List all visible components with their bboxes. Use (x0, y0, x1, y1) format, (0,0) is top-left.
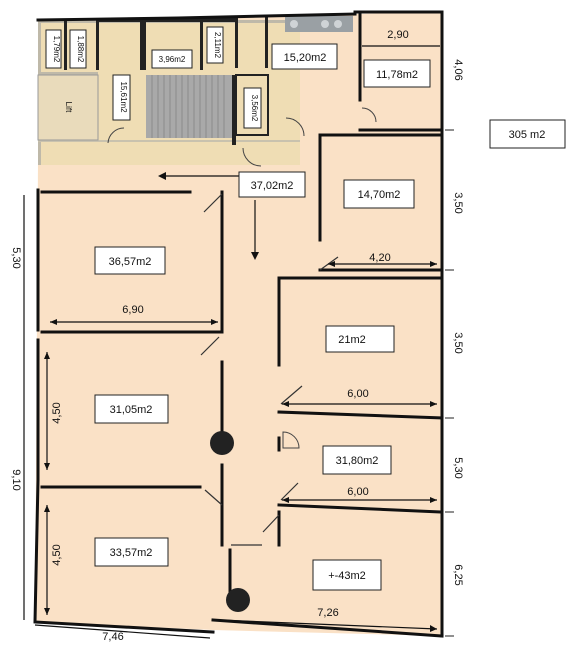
room-label-31-80: 31,80m2 (322, 445, 392, 475)
room-label-33-57: 33,57m2 (94, 537, 169, 567)
exterior-walls (33, 10, 444, 638)
svg-text:305 m2: 305 m2 (509, 129, 546, 141)
room-label-31-05: 31,05m2 (94, 394, 169, 424)
svg-text:15,61m2: 15,61m2 (119, 81, 128, 113)
svg-text:15,20m2: 15,20m2 (284, 52, 327, 64)
dim-width-6-00-b: 6,00 (347, 486, 368, 498)
dim-left-5-30: 5,30 (10, 247, 22, 268)
room-label-top-room: 15,20m2 (271, 43, 338, 70)
interior-walls (40, 12, 444, 607)
dim-inner-4-50-a: 4,50 (51, 402, 63, 423)
svg-text:14,70m2: 14,70m2 (358, 189, 401, 201)
room-label-43: +-43m2 (312, 559, 382, 591)
svg-text:11,78m2: 11,78m2 (376, 69, 418, 81)
dim-right-3-50-b: 3,50 (452, 332, 464, 353)
room-label-small-3: 3,56m2 (243, 87, 262, 129)
total-area-label: 305 m2 (489, 119, 566, 149)
room-label-21: 21m2 (325, 325, 395, 353)
dim-right-6-25: 6,25 (452, 564, 464, 585)
dim-right-3-50-a: 3,50 (452, 192, 464, 213)
dim-width-7-26: 7,26 (317, 607, 338, 619)
dim-right-5-30: 5,30 (452, 457, 464, 478)
svg-text:+-43m2: +-43m2 (328, 570, 366, 582)
stair-lines (151, 75, 225, 138)
dim-width-6-90: 6,90 (122, 304, 143, 316)
dim-inner-4-50-b: 4,50 (51, 544, 63, 565)
room-label-36-57: 36,57m2 (94, 246, 166, 275)
dim-bottom-7-46: 7,46 (102, 631, 123, 643)
column-2 (226, 588, 250, 612)
svg-text:1,79m2: 1,79m2 (52, 36, 61, 63)
room-label-14-70: 14,70m2 (343, 179, 415, 209)
room-label-small-1: 3,96m2 (151, 49, 193, 69)
room-label-corner-room: 11,78m2 (363, 59, 431, 88)
room-label-wc-2: 1,88m2 (69, 29, 87, 69)
dimension-lines (23, 45, 454, 639)
svg-text:36,57m2: 36,57m2 (109, 256, 152, 268)
dim-top-width-right: 2,90 (387, 29, 408, 41)
room-label-stair: 15,61m2 (112, 74, 131, 121)
room-label-small-2: 2,11m2 (206, 26, 224, 64)
svg-text:31,80m2: 31,80m2 (336, 455, 379, 467)
svg-text:33,57m2: 33,57m2 (110, 547, 153, 559)
dim-width-4-20: 4,20 (369, 252, 390, 264)
stair-steps (146, 75, 232, 138)
dim-width-6-00-a: 6,00 (347, 388, 368, 400)
dim-top-height-right: 4,06 (452, 59, 464, 80)
room-label-lift: Lift (64, 102, 73, 113)
floor-area (35, 12, 442, 636)
room-label-corridor: 37,02m2 (238, 171, 306, 198)
svg-text:3,96m2: 3,96m2 (159, 55, 186, 64)
svg-text:2,11m2: 2,11m2 (213, 32, 222, 59)
svg-text:37,02m2: 37,02m2 (251, 180, 294, 192)
dim-left-9-10: 9,10 (10, 469, 22, 490)
svg-text:21m2: 21m2 (338, 334, 366, 346)
svg-text:31,05m2: 31,05m2 (110, 404, 153, 416)
room-label-wc-1: 1,79m2 (45, 29, 62, 69)
svg-text:1,88m2: 1,88m2 (76, 36, 85, 63)
svg-text:3,56m2: 3,56m2 (250, 95, 259, 122)
column-1 (210, 431, 234, 455)
